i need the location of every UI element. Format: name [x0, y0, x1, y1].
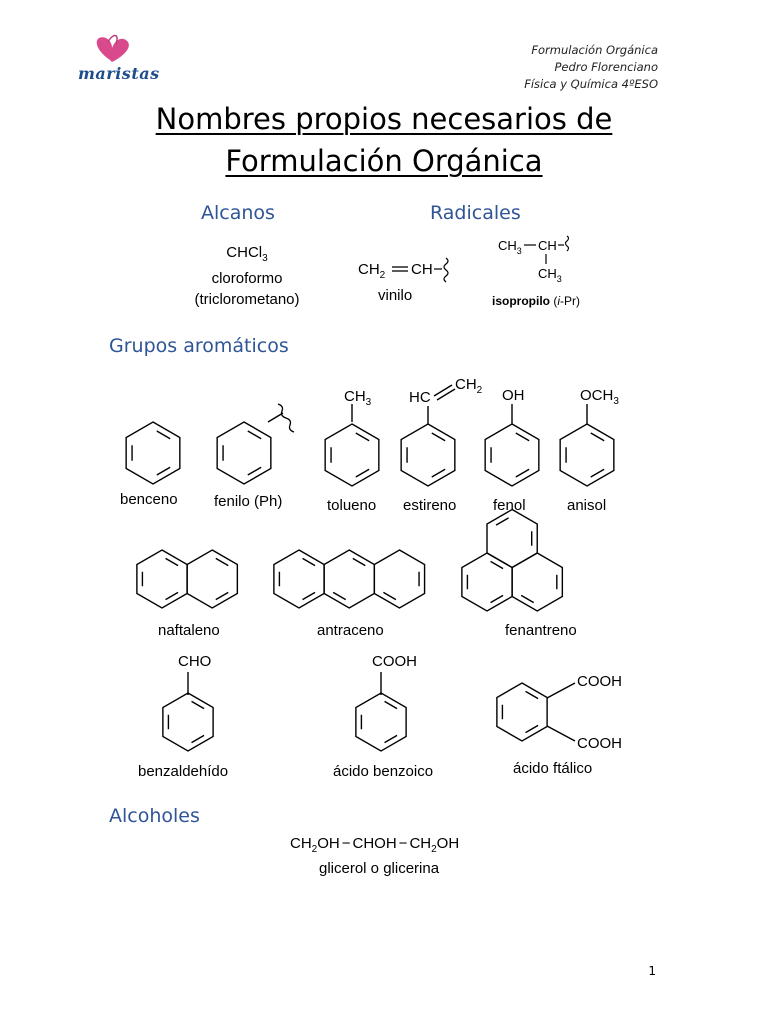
fenantreno-ring-2 [511, 552, 564, 612]
estireno-structure: HC CH2 [409, 376, 483, 424]
vinilo-structure: CH2 CH [358, 257, 449, 283]
title-line-1: Nombres propios necesarios de [155, 102, 613, 136]
alcanos-block: CHCl3 cloroformo (triclorometano) [172, 243, 322, 311]
fenol-ring [484, 423, 540, 487]
svg-text:CH: CH [538, 238, 557, 253]
section-radicales-heading: Radicales [430, 202, 521, 224]
antraceno-ring-2 [323, 549, 376, 609]
isopropilo-abbr: (i-Pr) [553, 294, 581, 308]
svg-text:CH3: CH3 [344, 388, 372, 408]
svg-text:CH3: CH3 [538, 266, 562, 284]
anisol-structure: OCH3 [580, 387, 619, 424]
benzoico-structure: COOH [372, 653, 417, 695]
antraceno-ring-3 [373, 549, 426, 609]
antraceno-ring-1 [273, 549, 325, 609]
glicerol-formula: CH2OH−CHOH−CH2OH [290, 835, 460, 855]
vinilo-label: vinilo [378, 287, 413, 304]
heart-icon [96, 34, 129, 62]
svg-text:OH: OH [502, 387, 525, 404]
svg-text:CH2: CH2 [358, 261, 386, 281]
benzaldehido-ring [162, 692, 214, 752]
chcl3-formula: CHCl3 [226, 244, 268, 264]
svg-text:COOH: COOH [577, 673, 622, 690]
ftalico-ring [496, 682, 548, 742]
tolueno-structure: CH3 [344, 388, 372, 422]
isopropilo-label: isopropilo [492, 294, 550, 308]
section-alcanos-heading: Alcanos [201, 202, 275, 224]
label-fenilo: fenilo (Ph) [214, 493, 283, 510]
isopropilo-label-row: isopropilo (i-Pr) [492, 294, 580, 308]
svg-text:CH2: CH2 [455, 376, 483, 396]
document-header: Formulación Orgánica Pedro Florenciano F… [524, 42, 658, 93]
svg-text:CHO: CHO [178, 653, 211, 670]
cloroformo-label: cloroformo [211, 270, 283, 287]
section-aromaticos-heading: Grupos aromáticos [109, 335, 289, 357]
svg-text:COOH: COOH [372, 653, 417, 670]
label-benzaldehido: benzaldehído [138, 763, 229, 780]
label-benceno: benceno [120, 491, 178, 508]
benzaldehido-structure: CHO [178, 653, 211, 695]
fenantreno-ring-1 [461, 552, 513, 612]
logo-wordmark: maristas [78, 64, 160, 83]
label-tolueno: tolueno [327, 497, 377, 514]
page-title: Nombres propios necesarios de Formulació… [0, 98, 768, 182]
label-anisol: anisol [567, 497, 607, 514]
naftaleno-ring-2 [186, 549, 239, 609]
anisol-ring [559, 423, 615, 487]
svg-text:COOH: COOH [577, 735, 622, 752]
svg-text:CH: CH [411, 261, 433, 278]
label-fenantreno: fenantreno [505, 622, 577, 639]
maristas-logo: maristas [72, 30, 172, 90]
svg-text:HC: HC [409, 389, 431, 406]
isopropilo-structure: CH3 CH CH3 [498, 235, 570, 284]
header-line-1: Formulación Orgánica [531, 43, 658, 57]
svg-text:OCH3: OCH3 [580, 387, 619, 407]
fenilo-structure [267, 403, 295, 433]
aromatic-structures: CH3 HC CH2 OH OCH3 CHO COOH COOH COOH [125, 376, 622, 752]
title-line-2: Formulación Orgánica [225, 144, 543, 178]
fenol-structure: OH [502, 387, 525, 424]
label-ftalico: ácido ftálico [513, 760, 593, 777]
naftaleno-ring-1 [136, 549, 188, 609]
estireno-ring [400, 423, 456, 487]
benzoico-ring [355, 692, 407, 752]
label-benzoico: ácido benzoico [333, 763, 434, 780]
label-antraceno: antraceno [317, 622, 384, 639]
section-alcoholes-heading: Alcoholes [109, 805, 200, 827]
glicerol-label: glicerol o glicerina [319, 860, 440, 877]
page-number: 1 [648, 964, 656, 978]
header-line-3: Física y Química 4ºESO [524, 77, 658, 91]
label-fenol: fenol [493, 497, 526, 514]
tolueno-ring [324, 423, 380, 487]
fenilo-ring [216, 421, 272, 485]
benceno-ring [125, 421, 181, 485]
triclorometano-label: (triclorometano) [194, 291, 300, 308]
fenantreno-ring-3 [486, 508, 538, 569]
ftalico-structure: COOH COOH [546, 673, 622, 752]
header-line-2: Pedro Florenciano [554, 60, 658, 74]
svg-text:CH3: CH3 [498, 238, 522, 256]
label-estireno: estireno [403, 497, 457, 514]
label-naftaleno: naftaleno [158, 622, 220, 639]
